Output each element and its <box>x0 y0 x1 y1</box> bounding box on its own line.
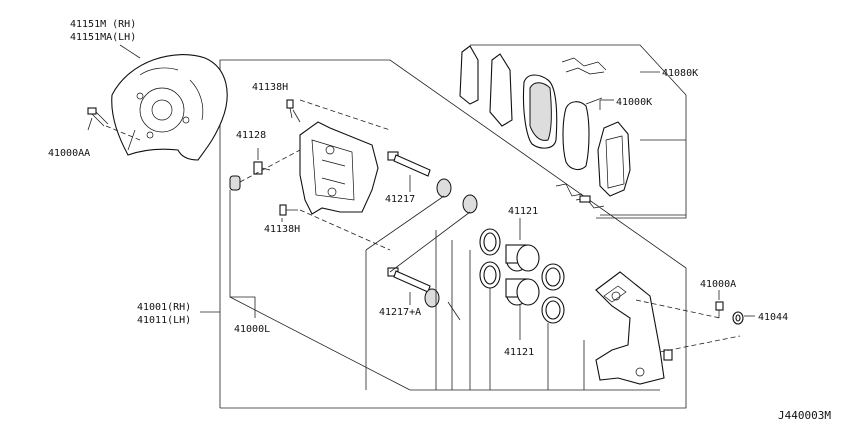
caliper-bracket-part <box>595 271 741 385</box>
label-41011: 41011(LH) <box>137 315 191 326</box>
label-41121-top: 41121 <box>508 206 538 217</box>
label-41044: 41044 <box>758 312 788 323</box>
piston-seal-part <box>435 218 585 390</box>
label-41151m: 41151M (RH) <box>70 19 136 30</box>
label-41217a: 41217+A <box>379 307 421 318</box>
caliper-body-part <box>292 99 391 251</box>
label-41000a: 41000A <box>700 279 736 290</box>
label-41217: 41217 <box>385 194 415 205</box>
label-41000aa: 41000AA <box>48 148 90 159</box>
label-41000k: 41000K <box>616 97 652 108</box>
label-41000l: 41000L <box>234 324 270 335</box>
label-41121-bottom: 41121 <box>504 347 534 358</box>
label-41151ma: 41151MA(LH) <box>70 32 136 43</box>
guide-pin-part <box>365 151 478 390</box>
dust-shield-part <box>111 44 228 161</box>
bleeder-screw-part <box>229 99 301 222</box>
pad-kit-frame <box>470 44 687 219</box>
label-41128: 41128 <box>236 130 266 141</box>
label-41001: 41001(RH) <box>137 302 191 313</box>
diagram-code: J440003M <box>778 409 831 422</box>
shield-bolt-part <box>87 107 141 141</box>
brake-pad-part <box>459 45 631 209</box>
label-41080k: 41080K <box>662 68 698 79</box>
label-41138h-bottom: 41138H <box>264 224 300 235</box>
bracket-bolt-part <box>715 290 755 325</box>
label-41138h-top: 41138H <box>252 82 288 93</box>
